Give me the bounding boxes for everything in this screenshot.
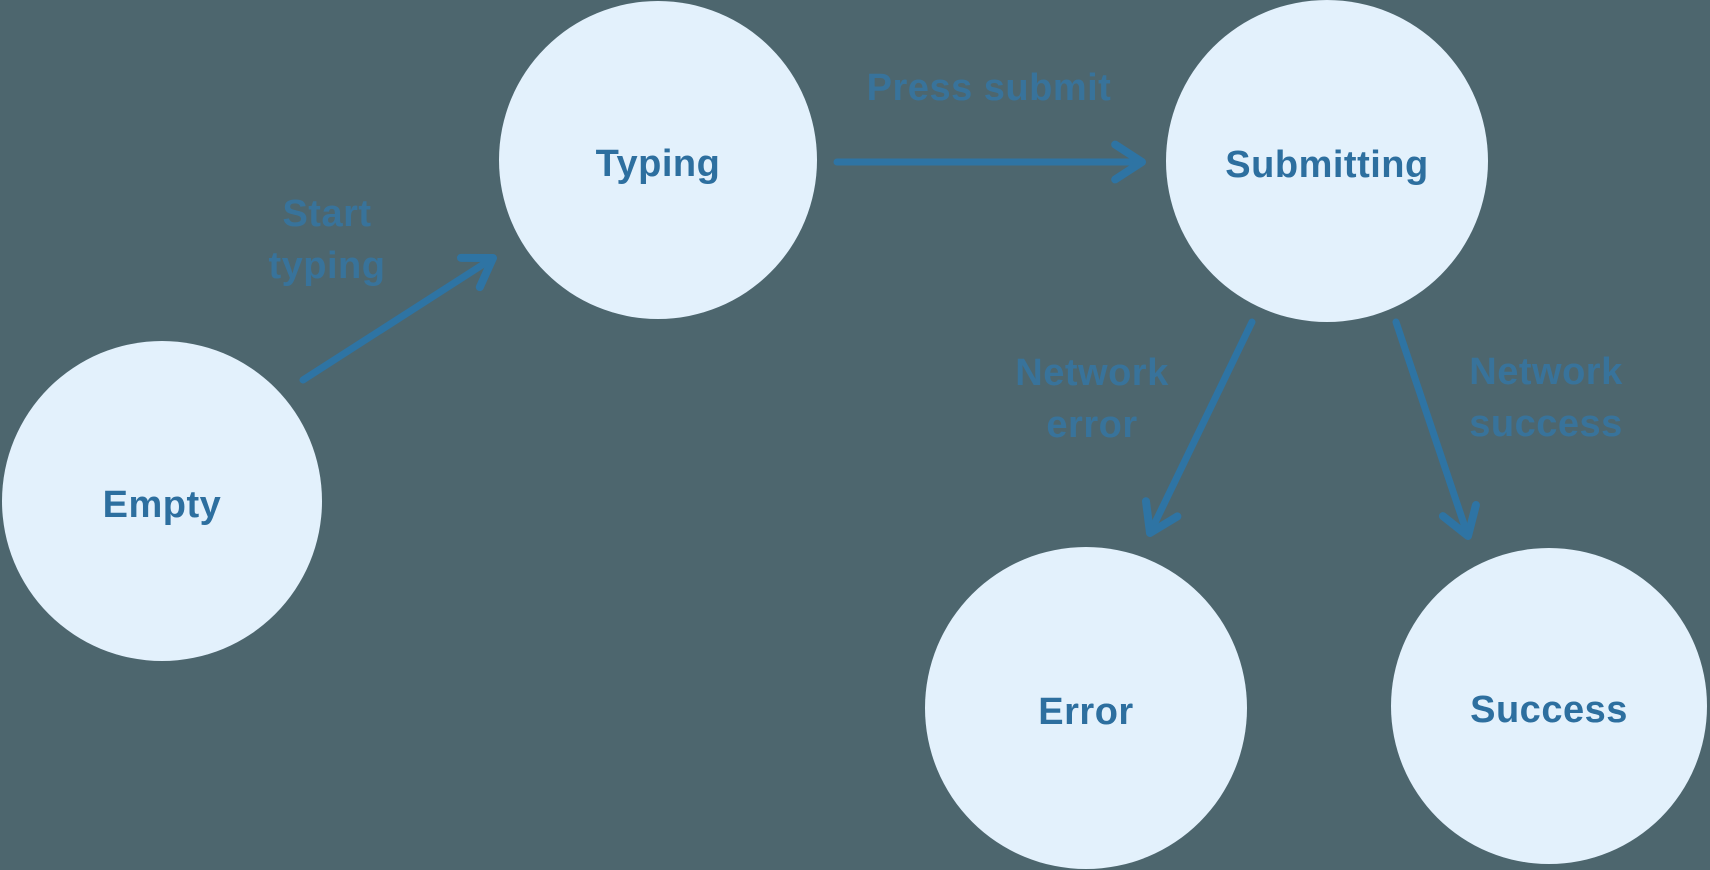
transition-label-press-submit: Press submit	[867, 67, 1112, 109]
state-error: Error	[925, 547, 1247, 869]
transition-network-error: Network error	[1015, 318, 1256, 537]
state-typing: Typing	[499, 1, 817, 319]
transition-arrow-shaft-start-typing	[299, 258, 491, 384]
transition-network-success: Network success	[1392, 318, 1623, 540]
state-label-success: Success	[1470, 689, 1628, 731]
transition-arrow-shaft-network-success	[1392, 318, 1470, 533]
transition-label-network-success: Network	[1469, 351, 1623, 393]
transition-press-submit: Press submit	[833, 67, 1146, 184]
state-circle-error	[925, 547, 1247, 869]
state-circle-success	[1391, 548, 1707, 864]
state-circle-typing	[499, 1, 817, 319]
transition-start-typing: Start typing	[269, 193, 497, 384]
state-empty: Empty	[2, 341, 322, 661]
transition-label-network-error: Network	[1015, 352, 1169, 394]
transition-arrowhead-network-error	[1141, 497, 1182, 537]
transition-arrow-shaft-network-error	[1149, 318, 1256, 531]
state-submitting: Submitting	[1166, 0, 1488, 322]
state-label-typing: Typing	[596, 143, 721, 185]
transition-label-network-error: error	[1046, 404, 1137, 446]
state-circle-empty	[2, 341, 322, 661]
transition-arrowhead-press-submit	[1111, 140, 1146, 184]
state-label-error: Error	[1038, 691, 1133, 733]
transition-arrowhead-network-success	[1438, 501, 1480, 540]
transition-arrowhead-start-typing	[457, 253, 497, 292]
transition-label-start-typing: Start	[282, 193, 371, 235]
state-label-submitting: Submitting	[1225, 144, 1428, 186]
state-label-empty: Empty	[103, 484, 222, 526]
transition-label-start-typing: typing	[269, 245, 386, 287]
state-success: Success	[1391, 548, 1707, 864]
state-circle-submitting	[1166, 0, 1488, 322]
transition-label-network-success: success	[1469, 403, 1623, 445]
